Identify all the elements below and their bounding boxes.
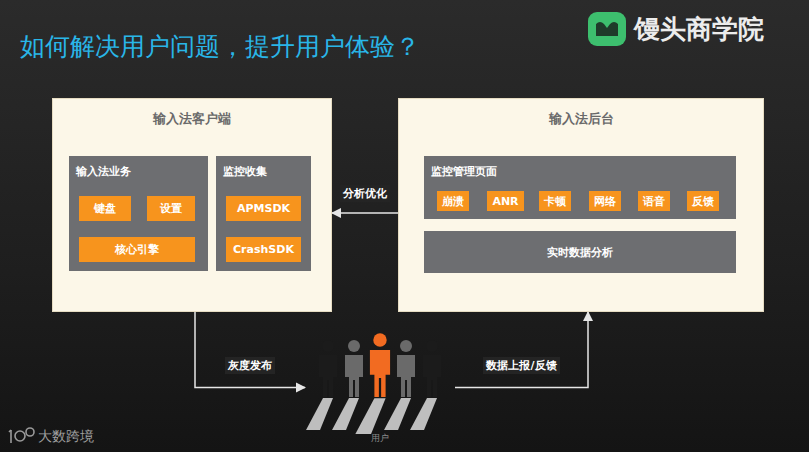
node-label: 设置 [160,201,182,216]
node-label: 反馈 [692,194,714,209]
node-label: 语音 [643,194,665,209]
person-body [397,355,415,397]
user-group: 用户 [305,330,455,445]
watermark-logo [9,428,34,443]
module-chip: 语音 [638,191,670,211]
node-label: ANR [492,195,518,208]
module-chip: 卡顿 [539,191,571,211]
person-head [400,340,412,352]
node-label: APMSDK [237,202,290,215]
node-label: 卡顿 [544,194,566,209]
person-figure [384,340,415,430]
person-head [322,340,334,352]
person-shadow [384,398,411,430]
watermark-text: 大数跨境 [38,428,94,446]
node-label: 输入法后台 [399,99,763,128]
node-label: 键盘 [94,201,116,216]
flow-arrow [332,212,398,214]
users-figure [306,333,441,434]
module-chip: APMSDK [226,196,301,221]
node-label: 监控管理页面 [424,156,736,179]
module-chip: CrashSDK [226,237,301,262]
node-label: 网络 [594,194,616,209]
person-shadow [355,398,385,434]
person-figure [332,340,363,430]
person-body [423,355,441,397]
node-label: 监控收集 [216,156,311,179]
group-box: 监控管理页面崩溃 ANR 卡顿 网络 语音 反馈 [424,156,736,219]
module-chip: 网络 [589,191,621,211]
module-chip: ANR [487,191,524,211]
brand-name: 馒头商学院 [634,12,764,47]
person-body [319,355,337,397]
module-chip: 崩溃 [437,191,469,211]
person-head [373,333,386,346]
flow-arrow [455,312,588,388]
group-box: 输入法业务键盘 设置核心引擎 [69,156,208,271]
module-chip: 核心引擎 [79,237,195,262]
node-label: 崩溃 [442,194,464,209]
node-label: 用户 [371,432,389,445]
group-box: 监控收集 APMSDK CrashSDK [216,156,311,271]
node-label: 输入法业务 [69,156,208,179]
module-chip: 键盘 [79,196,131,221]
person-body [345,355,363,397]
node-label: 输入法客户端 [53,99,331,128]
person-figure [410,340,441,430]
person-head [348,340,360,352]
person-figure [306,340,337,430]
edge-label: 灰度发布 [225,357,275,374]
flow-arrow [195,312,305,388]
module-chip: 设置 [147,196,195,221]
person-figure [355,333,390,434]
node-label: CrashSDK [233,243,294,256]
logo-icon [588,12,626,46]
node-label: 实时数据分析 [547,245,613,260]
system-panel: 输入法后台监控管理页面崩溃 ANR 卡顿 网络 语音 反馈实时数据分析 [398,98,764,312]
person-shadow [410,398,437,430]
edge-label: 数据上报/反馈 [483,357,559,374]
analysis-band: 实时数据分析 [424,231,736,273]
person-body [370,350,390,397]
system-panel: 输入法客户端输入法业务键盘 设置核心引擎 监控收集 APMSDK CrashSDK [52,98,332,312]
edge-label: 分析优化 [340,185,390,202]
node-label: 核心引擎 [115,242,159,257]
person-head [426,340,438,352]
slide-title: 如何解决用户问题，提升用户体验？ [20,30,420,63]
module-chip: 反馈 [687,191,719,211]
person-shadow [306,398,333,430]
person-shadow [332,398,359,430]
